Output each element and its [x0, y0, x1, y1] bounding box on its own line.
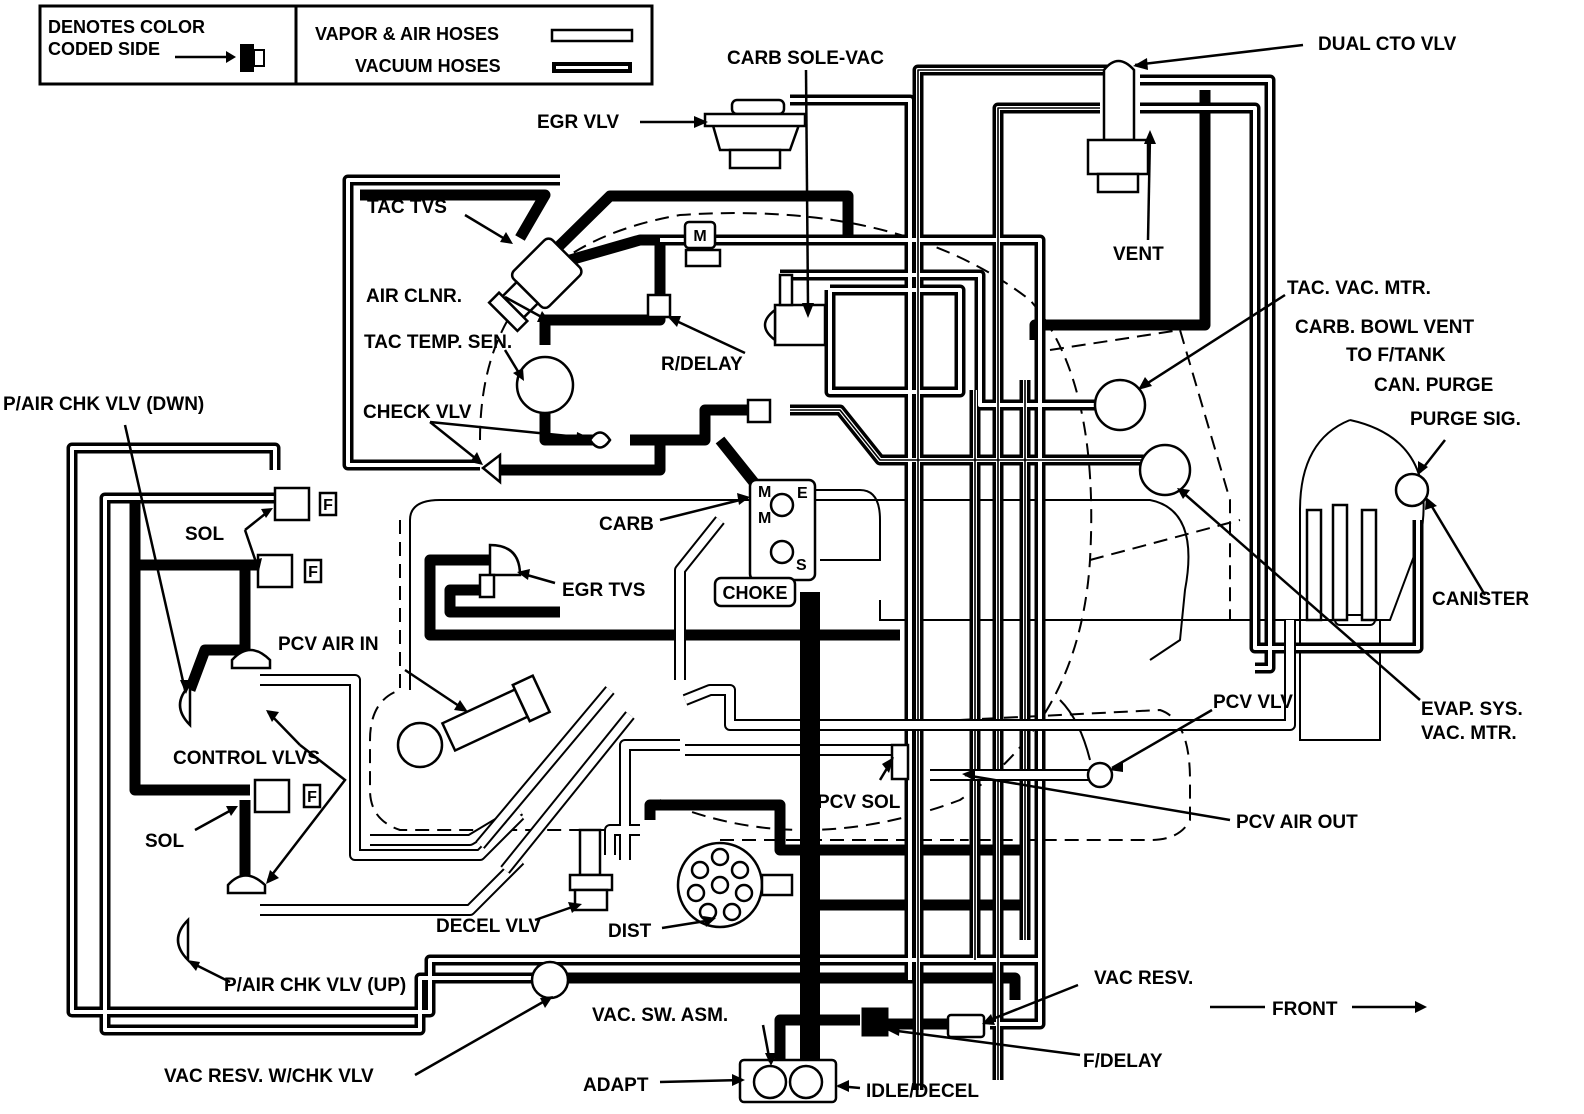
vac-resv-icon [946, 1013, 986, 1039]
purge-sig-icon [1394, 472, 1430, 508]
legend-vacuum: VACUUM HOSES [355, 56, 501, 76]
vac-sw-asm-icon [738, 1058, 838, 1104]
carb-m-mark: M [758, 484, 771, 501]
solenoid-lower-icon: F [253, 778, 322, 814]
leader-arrowheads [180, 58, 1437, 1092]
label-front: FRONT [1272, 999, 1338, 1020]
label-air-clnr: AIR CLNR. [366, 286, 462, 307]
label-canister: CANISTER [1432, 589, 1529, 610]
egr-valve-icon [703, 98, 807, 170]
label-sol-top: SOL [185, 524, 224, 545]
vac-sw-main-hose [800, 592, 820, 1072]
distributor-icon [676, 841, 794, 929]
legend-vapor-air-swatch [550, 28, 634, 43]
label-vac-sw-asm: VAC. SW. ASM. [592, 1005, 728, 1026]
label-f-delay: F/DELAY [1083, 1051, 1163, 1072]
check-valve-icon [480, 452, 502, 485]
label-pcv-vlv: PCV VLV [1213, 692, 1293, 713]
label-can-purge: CAN. PURGE [1374, 375, 1493, 396]
engine-outline [369, 212, 1425, 841]
legend-color-coded-line2: CODED SIDE [48, 39, 160, 59]
egr-tvs-icon [478, 543, 522, 599]
color-coded-fitting-icon [240, 44, 265, 72]
label-carb-sole-vac: CARB SOLE-VAC [727, 48, 884, 69]
decel-valve-icon [568, 828, 614, 912]
label-vac-resv: VAC RESV. [1094, 968, 1193, 989]
pcv-air-in-filter-icon [440, 674, 552, 753]
tac-vac-motor-icon [1093, 378, 1147, 432]
label-pcv-sol: PCV SOL [817, 792, 901, 813]
label-control-vlvs: CONTROL VLVS [173, 748, 320, 769]
label-tac-temp-sen: TAC TEMP. SEN. [364, 332, 512, 353]
label-vac-resv-w-chk-vlv: VAC RESV. W/CHK VLV [164, 1066, 374, 1087]
vacuum-hose-cores [70, 68, 1420, 1090]
filter-mark: F [323, 497, 333, 514]
label-egr-tvs: EGR TVS [562, 580, 645, 601]
air-pump-tubes [475, 686, 635, 874]
label-p-air-chk-vlv-up: P/AIR CHK VLV (UP) [224, 975, 406, 996]
label-purge-sig: PURGE SIG. [1410, 409, 1521, 430]
legend-color-coded-line1: DENOTES COLOR [48, 17, 205, 37]
label-pcv-air-in: PCV AIR IN [278, 634, 379, 655]
carb-sole-vac-icon [763, 273, 827, 347]
label-pcv-air-out: PCV AIR OUT [1236, 812, 1358, 833]
carb-e-mark: E [797, 485, 808, 502]
f-delay-icon [861, 1007, 889, 1037]
components: M F F [176, 59, 1430, 1104]
label-idle-decel: IDLE/DECEL [866, 1081, 979, 1102]
label-choke: CHOKE [722, 583, 787, 603]
labels: CARB SOLE-VAC DUAL CTO VLV EGR VLV TAC T… [3, 34, 1529, 1102]
control-valve-lower-icon [226, 874, 267, 895]
filter-mark: F [308, 564, 318, 581]
label-egr-vlv: EGR VLV [537, 112, 619, 133]
solenoid-upper-icon: F F [256, 486, 338, 589]
carb-m-mark: M [758, 510, 771, 527]
control-valve-upper-icon [230, 648, 272, 670]
label-check-vlv: CHECK VLV [363, 402, 472, 423]
label-carb-bowl-vent: CARB. BOWL VENT [1295, 317, 1474, 338]
label-p-air-chk-vlv-dwn: P/AIR CHK VLV (DWN) [3, 394, 204, 415]
air-cleaner-port-icon [396, 721, 444, 769]
legend-vapor-air: VAPOR & AIR HOSES [315, 24, 499, 44]
p-air-check-valve-up-icon [176, 916, 190, 964]
label-vent: VENT [1113, 244, 1164, 265]
label-vac-mtr: VAC. MTR. [1421, 723, 1517, 744]
label-tac-vac-mtr: TAC. VAC. MTR. [1287, 278, 1431, 299]
label-carb: CARB [599, 514, 654, 535]
label-r-delay: R/DELAY [661, 354, 743, 375]
choke-box [713, 576, 797, 608]
leader-lines [123, 43, 1487, 1090]
canister-tubes-icon [1305, 508, 1323, 622]
label-sol-bottom: SOL [145, 831, 184, 852]
pcv-valve-icon [1086, 761, 1114, 789]
metering-fitting-icon: M [683, 220, 722, 268]
label-evap-sys: EVAP. SYS. [1421, 699, 1523, 720]
label-tac-tvs: TAC TVS [367, 197, 447, 218]
label-dual-cto-vlv: DUAL CTO VLV [1318, 34, 1457, 55]
label-decel-vlv: DECEL VLV [436, 916, 541, 937]
r-delay-icon [646, 293, 672, 319]
carb-s-mark: S [796, 557, 807, 574]
label-dist: DIST [608, 921, 652, 942]
metering-mark: M [693, 228, 706, 245]
vac-resv-chk-vlv-icon [530, 960, 570, 1000]
legend: DENOTES COLOR CODED SIDE VAPOR & AIR HOS… [38, 4, 654, 86]
label-adapt: ADAPT [583, 1075, 649, 1096]
evap-vac-motor-icon [1138, 443, 1192, 497]
dual-cto-valve-icon [1086, 59, 1150, 194]
filter-mark: F [307, 789, 317, 806]
tac-temp-sensor-icon [515, 355, 575, 415]
label-to-f-tank: TO F/TANK [1346, 345, 1446, 366]
carb-icon: M M E S [748, 478, 817, 582]
tac-tvs-icon [487, 237, 583, 333]
